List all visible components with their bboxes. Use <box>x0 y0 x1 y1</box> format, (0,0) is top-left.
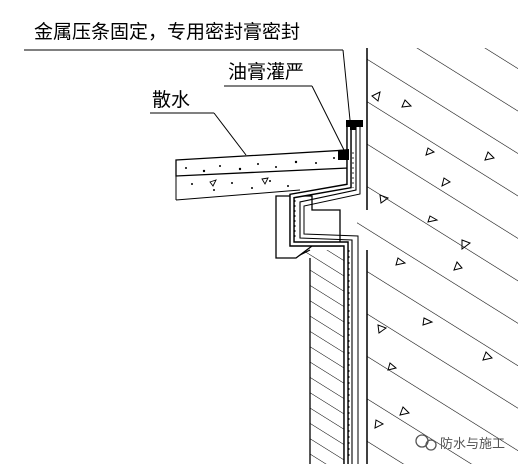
wechat-icon <box>415 434 437 451</box>
lower-masonry <box>293 249 346 464</box>
concrete-wall <box>357 48 518 464</box>
watermark-text: 防水与施工 <box>440 436 505 452</box>
watermark: 防水与施工 <box>415 434 505 452</box>
label-ointment-fill: 油膏灌严 <box>228 60 304 83</box>
aggregate-marks <box>371 91 495 429</box>
label-apron: 散水 <box>152 89 190 111</box>
label-metal-strip: 金属压条固定，专用密封膏密封 <box>34 20 300 43</box>
leader-lines <box>24 49 351 156</box>
metal-strip <box>346 120 363 130</box>
sealant-fill <box>338 149 349 160</box>
